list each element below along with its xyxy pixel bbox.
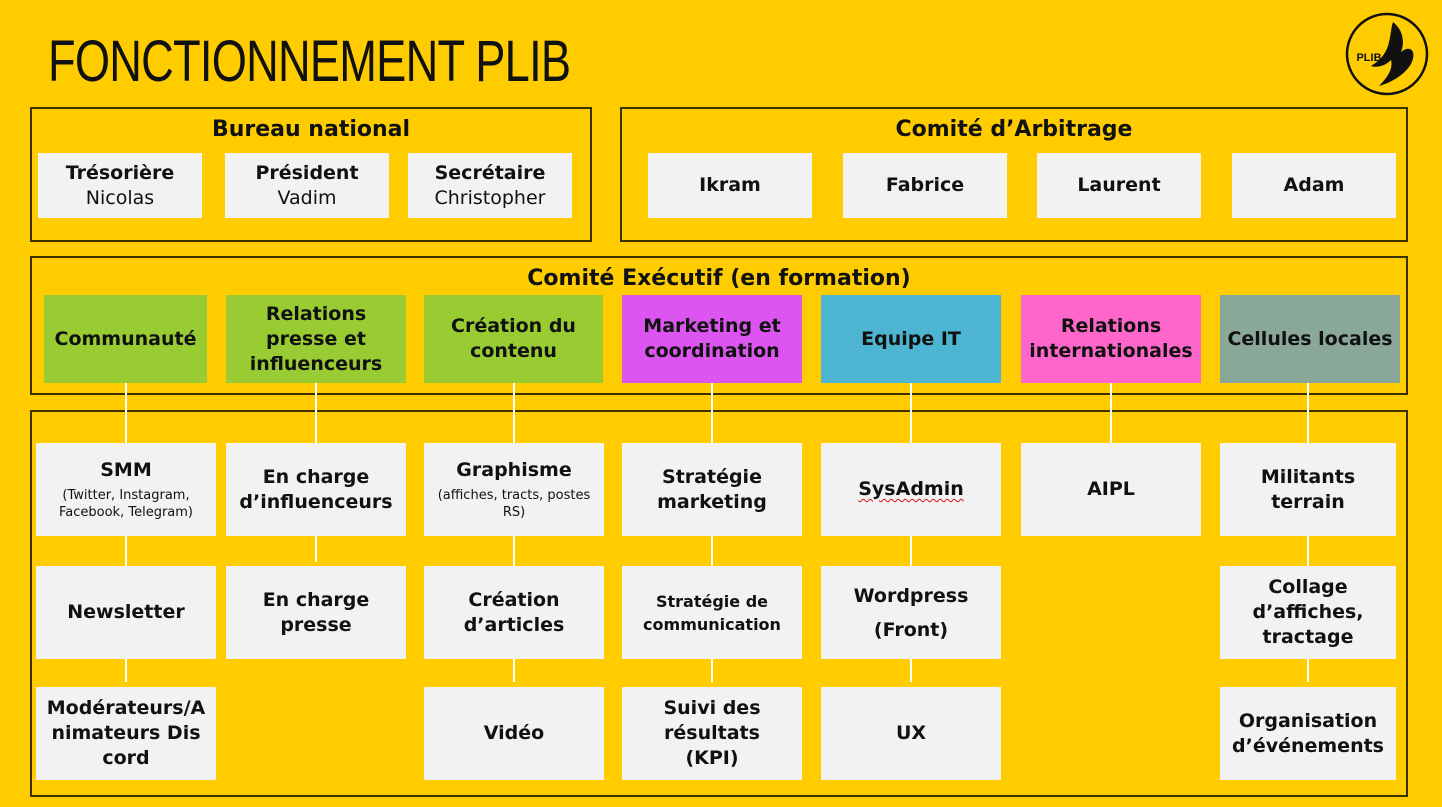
member-name: Adam (1283, 174, 1345, 196)
comite-arbitrage-frame: Comité d’Arbitrage (620, 107, 1408, 242)
member-name: Nicolas (85, 186, 155, 209)
connector-line (1110, 382, 1112, 444)
task-label: En charge d’influenceurs (239, 465, 393, 513)
category-creation-contenu: Création du contenu (424, 295, 603, 383)
member-name: Laurent (1077, 174, 1161, 196)
task-detail: (affiches, tracts, postes RS) (437, 488, 591, 520)
task-strategie-communication: Stratégie de communication (622, 566, 802, 659)
member-name: Ikram (699, 174, 761, 196)
task-aipl: AIPL (1021, 443, 1201, 536)
member-role: Président (255, 161, 359, 184)
bureau-member-president: Président Vadim (225, 153, 389, 218)
arbitrage-member: Adam (1232, 153, 1396, 218)
task-wordpress: Wordpress (Front) (821, 566, 1001, 659)
bureau-member-secretaire: Secrétaire Christopher (408, 153, 572, 218)
bureau-national-frame: Bureau national (30, 107, 592, 242)
task-detail: (Twitter, Instagram, Facebook, Telegram) (59, 488, 193, 520)
bureau-member-tresoriere: Trésorière Nicolas (38, 153, 202, 218)
page-title: FONCTIONNEMENT PLIB (48, 29, 571, 94)
task-label: Modérateurs/Animateurs Discord (46, 697, 206, 769)
category-relations-presse: Relations presse et influenceurs (226, 295, 406, 383)
task-label: AIPL (1087, 478, 1135, 500)
comite-arbitrage-title: Comité d’Arbitrage (895, 117, 1133, 142)
member-role: Trésorière (65, 161, 175, 184)
task-presse: En charge presse (226, 566, 406, 659)
task-label: Stratégie marketing (657, 465, 767, 513)
category-communaute: Communauté (44, 295, 207, 383)
task-video: Vidéo (424, 687, 604, 780)
category-marketing: Marketing et coordination (622, 295, 802, 383)
member-role: Secrétaire (434, 161, 546, 184)
task-newsletter: Newsletter (36, 566, 216, 659)
member-name: Fabrice (885, 174, 965, 196)
task-smm: SMM (Twitter, Instagram, Facebook, Teleg… (36, 443, 216, 536)
arbitrage-member: Laurent (1037, 153, 1201, 218)
task-label: Création d’articles (463, 588, 565, 636)
task-label: SysAdmin (858, 478, 964, 500)
taches-frame (30, 410, 1408, 797)
category-cellules-locales: Cellules locales (1220, 295, 1400, 383)
member-name: Vadim (277, 186, 337, 209)
plib-logo: PLIB (1345, 12, 1429, 96)
member-name: Christopher (434, 186, 546, 209)
bureau-national-title: Bureau national (211, 117, 411, 142)
task-graphisme: Graphisme (affiches, tracts, postes RS) (424, 443, 604, 536)
task-organisation: Organisation d’événements (1220, 687, 1396, 780)
task-label: Suivi des résultats (KPI) (663, 697, 761, 769)
task-influenceurs: En charge d’influenceurs (226, 443, 406, 536)
task-sysadmin: SysAdmin (821, 443, 1001, 536)
task-militants: Militants terrain (1220, 443, 1396, 536)
task-label: Collage d’affiches, tractage (1252, 576, 1364, 648)
category-relations-internationales: Relations internationales (1021, 295, 1201, 383)
arbitrage-member: Ikram (648, 153, 812, 218)
task-strategie-marketing: Stratégie marketing (622, 443, 802, 536)
task-label: Wordpress (Front) (853, 584, 969, 641)
task-suivi-resultats: Suivi des résultats (KPI) (622, 687, 802, 780)
task-label: SMM (100, 459, 152, 481)
task-label: Stratégie de communication (643, 591, 781, 634)
task-label: UX (895, 722, 927, 744)
task-label: En charge presse (262, 588, 370, 636)
task-label: Graphisme (456, 459, 572, 481)
comite-executif-frame: Comité Exécutif (en formation) (30, 256, 1408, 395)
comite-executif-title: Comité Exécutif (en formation) (527, 266, 911, 291)
arbitrage-member: Fabrice (843, 153, 1007, 218)
task-label: Vidéo (483, 722, 545, 744)
task-articles: Création d’articles (424, 566, 604, 659)
task-collage: Collage d’affiches, tractage (1220, 566, 1396, 659)
task-label: Organisation d’événements (1232, 709, 1384, 757)
category-equipe-it: Equipe IT (821, 295, 1001, 383)
task-ux: UX (821, 687, 1001, 780)
task-label: Militants terrain (1260, 465, 1356, 513)
task-moderateurs: Modérateurs/Animateurs Discord (36, 687, 216, 780)
task-label: Newsletter (67, 601, 185, 623)
svg-text:PLIB: PLIB (1356, 52, 1381, 64)
